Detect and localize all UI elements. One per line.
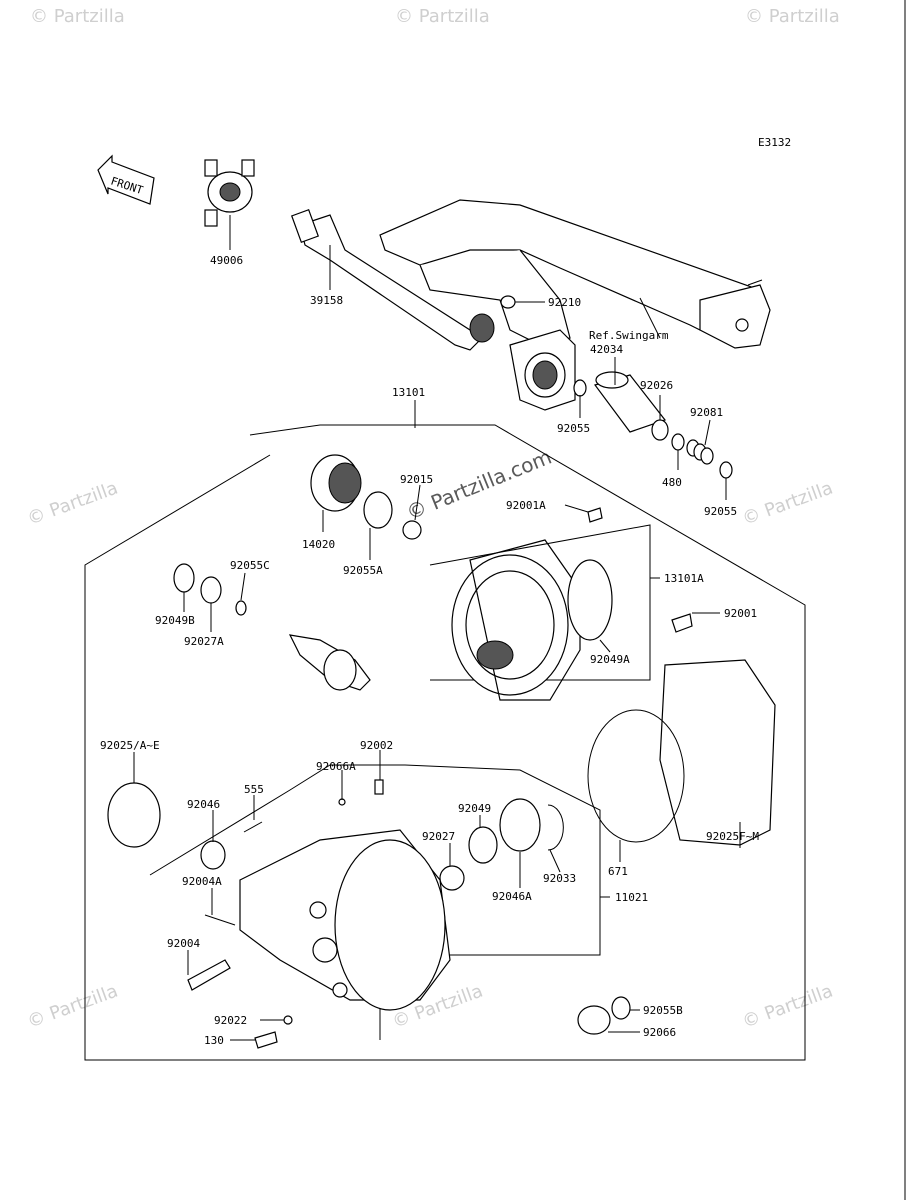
washer <box>651 419 669 441</box>
gasket <box>659 659 776 846</box>
spring <box>686 439 714 465</box>
bearing-92027a <box>200 576 222 604</box>
part-label: 92049 <box>458 802 491 815</box>
pin-92004 <box>187 959 231 991</box>
part-label: 92022 <box>214 1014 247 1027</box>
watermark: © Partzilla <box>395 6 490 27</box>
watermark: © Partzilla <box>740 981 836 1033</box>
shim-92025 <box>107 782 161 848</box>
part-label: 671 <box>608 865 628 878</box>
bolt-92001a <box>587 507 603 523</box>
sleeve <box>593 371 666 433</box>
part-label: 92033 <box>543 872 576 885</box>
bearing-92027 <box>439 865 465 891</box>
part-label: 555 <box>244 783 264 796</box>
part-label: 92055A <box>343 564 383 577</box>
nut-92015 <box>402 520 422 540</box>
part-label: 92049B <box>155 614 195 627</box>
part-label: 92027A <box>184 635 224 648</box>
circlip-92033 <box>547 804 564 851</box>
o-ring-92055c <box>235 600 247 616</box>
bolt-92001 <box>671 613 693 633</box>
part-label: 130 <box>204 1034 224 1047</box>
part-label: 92049A <box>590 653 630 666</box>
part-label: 92066A <box>316 760 356 773</box>
part-label: 92027 <box>422 830 455 843</box>
part-label: 92015 <box>400 473 433 486</box>
leader-lines <box>133 215 741 1041</box>
shim-92049b <box>173 563 195 593</box>
part-label: 92081 <box>690 406 723 419</box>
part-label: 42034 <box>590 343 623 356</box>
watermark: © Partzilla <box>745 6 840 27</box>
circlip <box>671 433 685 451</box>
washer-92022 <box>283 1015 293 1025</box>
pinion-gear <box>288 634 371 691</box>
swingarm <box>379 199 771 349</box>
plug-92002 <box>374 779 384 795</box>
part-label: 92004A <box>182 875 222 888</box>
diagram-code: E3132 <box>758 136 791 149</box>
part-label: 92210 <box>548 296 581 309</box>
part-label: 92002 <box>360 739 393 752</box>
part-label: 92066 <box>643 1026 676 1039</box>
part-label: 92046 <box>187 798 220 811</box>
case-outline <box>149 764 601 1040</box>
bolt-130 <box>254 1031 278 1049</box>
drive-shaft <box>290 208 495 351</box>
drain-plug <box>577 996 631 1035</box>
gear-case <box>239 829 451 1011</box>
part-label: 11021 <box>615 891 648 904</box>
pin-555 <box>243 821 263 833</box>
ref-swingarm-label: Ref.Swingarm <box>589 329 669 342</box>
watermark: © Partzilla <box>25 478 121 530</box>
oil-seal <box>310 454 362 512</box>
part-label: 92025F~M <box>706 830 759 843</box>
watermark: © Partzilla <box>30 6 125 27</box>
o-ring-671 <box>587 709 685 843</box>
final-gear-flange <box>509 329 576 411</box>
part-label: 13101 <box>392 386 425 399</box>
o-ring-large <box>363 491 393 529</box>
front-arrow: FRONT <box>97 154 155 205</box>
part-label: 92004 <box>167 937 200 950</box>
part-label: 49006 <box>210 254 243 267</box>
shim-92049 <box>468 826 498 864</box>
part-label: 92046A <box>492 890 532 903</box>
shim-92049a <box>567 559 613 641</box>
part-labels: 49006 39158 92210 42034 92026 92081 9205… <box>100 254 759 1047</box>
bearing-92046a <box>499 798 541 852</box>
ring-gear <box>451 539 581 701</box>
joint-yoke <box>204 159 255 227</box>
part-label: 92055C <box>230 559 270 572</box>
nut-92210 <box>500 295 516 309</box>
part-label: 14020 <box>302 538 335 551</box>
part-label: 92055B <box>643 1004 683 1017</box>
watermark: © Partzilla <box>740 478 836 530</box>
spring-92004a <box>204 914 236 926</box>
part-label: 92001 <box>724 607 757 620</box>
watermark: © Partzilla <box>25 981 121 1033</box>
part-label: 13101A <box>664 572 704 585</box>
part-label: 92025/A~E <box>100 739 160 752</box>
part-label: 92001A <box>506 499 546 512</box>
part-label: 92055 <box>704 505 737 518</box>
assembly-outline <box>84 424 806 1061</box>
part-label: 92026 <box>640 379 673 392</box>
o-ring <box>573 379 587 397</box>
part-label: 480 <box>662 476 682 489</box>
o-ring <box>719 461 733 479</box>
part-label: 39158 <box>310 294 343 307</box>
part-label: 92055 <box>557 422 590 435</box>
bearing-92046 <box>200 840 226 870</box>
